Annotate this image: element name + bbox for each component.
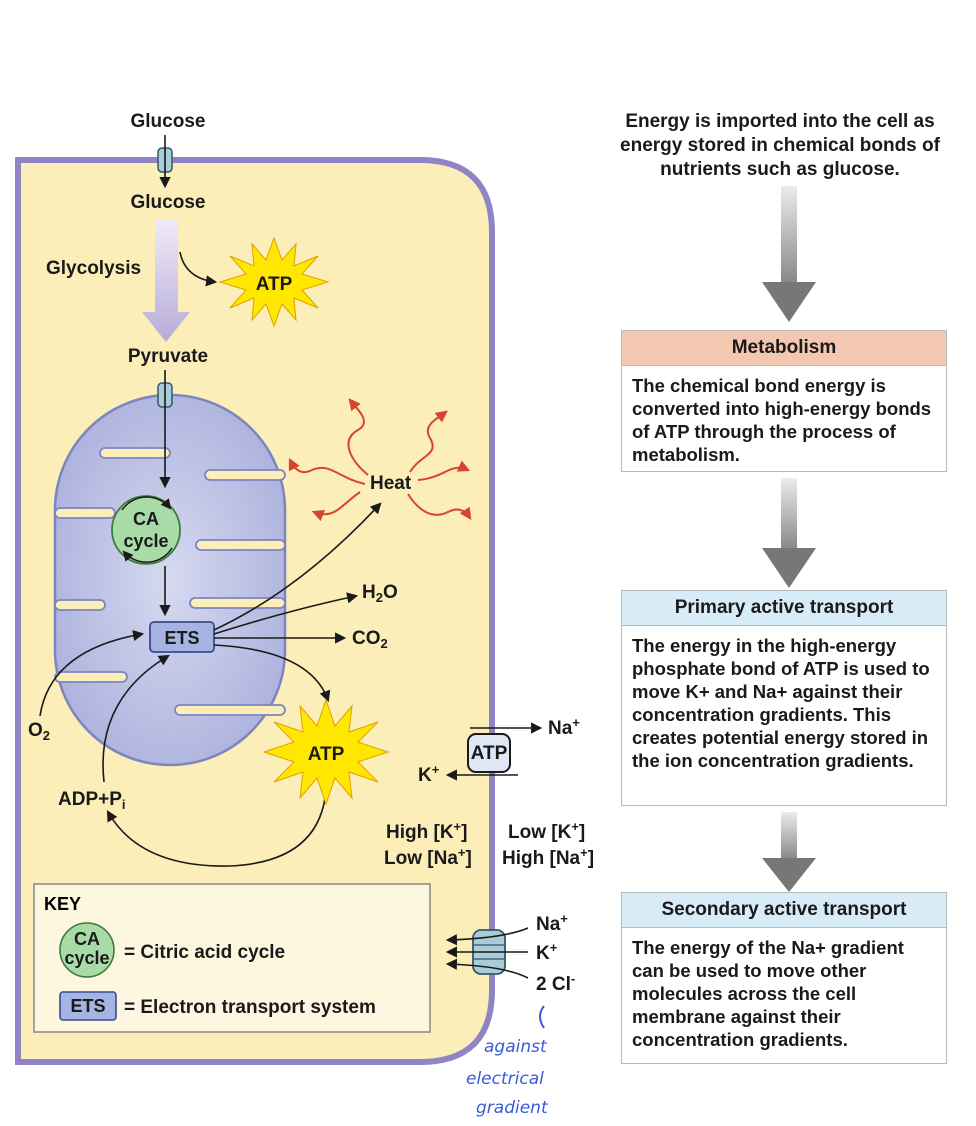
annotation-line1: against xyxy=(484,1037,548,1057)
pump-k-label: K+ xyxy=(418,762,440,786)
metabolism-body: The chemical bond energy is converted in… xyxy=(632,375,932,465)
intro-text: Energy is imported into the cell as ener… xyxy=(620,111,940,180)
atp-ets-label: ATP xyxy=(308,744,345,765)
metabolism-box: Metabolism The chemical bond energy is c… xyxy=(621,330,947,472)
ca-line1: CA xyxy=(133,509,159,529)
key-ca-line2: cycle xyxy=(64,948,109,968)
glucose-outside-label: Glucose xyxy=(131,111,206,132)
heat-waves xyxy=(288,398,472,522)
glycolysis-label: Glycolysis xyxy=(46,258,141,279)
pyruvate-label: Pyruvate xyxy=(128,346,208,367)
atp-star-ets xyxy=(262,698,390,806)
outside-na-label: High [Na+] xyxy=(502,845,594,869)
outside-k-label: Low [K+] xyxy=(508,819,585,843)
secondary-body: The energy of the Na+ gradient can be us… xyxy=(632,937,904,1050)
ets-label: ETS xyxy=(164,628,199,648)
metabolism-title: Metabolism xyxy=(622,331,946,366)
key-ets-def: = Electron transport system xyxy=(124,997,376,1018)
pump-atp-label: ATP xyxy=(471,743,508,764)
annotation-line2: electrical xyxy=(466,1069,544,1089)
o2-label: O2 xyxy=(28,720,50,743)
cristae xyxy=(54,447,286,716)
key-ets-label: ETS xyxy=(70,996,105,1016)
flow-arrow-2 xyxy=(762,478,816,588)
ets-box xyxy=(149,621,215,653)
ca-line2: cycle xyxy=(123,531,168,551)
glucose-inside-label: Glucose xyxy=(131,192,206,213)
primary-body: The energy in the high-energy phosphate … xyxy=(632,635,930,771)
secondary-title: Secondary active transport xyxy=(622,893,946,928)
inside-na-label: Low [Na+] xyxy=(384,845,472,869)
h2o-label: H2O xyxy=(362,582,398,605)
ca-cycle xyxy=(111,495,181,565)
secondary-transport-box: Secondary active transport The energy of… xyxy=(621,892,947,1064)
annotation-line3: gradient xyxy=(476,1098,549,1118)
adp-label: ADP+Pi xyxy=(58,789,126,812)
atp-glycolysis-label: ATP xyxy=(256,274,293,295)
cot-cl-label: 2 Cl- xyxy=(536,971,575,995)
primary-transport-box: Primary active transport The energy in t… xyxy=(621,590,947,806)
cot-na-label: Na+ xyxy=(536,911,568,935)
cot-k-label: K+ xyxy=(536,940,558,964)
inside-k-label: High [K+] xyxy=(386,819,467,843)
na-k-pump xyxy=(467,733,511,773)
pump-na-label: Na+ xyxy=(548,715,580,739)
flow-arrow-1 xyxy=(762,186,816,322)
key-ets-icon xyxy=(59,991,117,1021)
key-ca-icon xyxy=(59,922,115,978)
co2-label: CO2 xyxy=(352,628,388,651)
key-ca-line1: CA xyxy=(74,929,100,949)
atp-star-glycolysis xyxy=(218,236,330,328)
heat-label: Heat xyxy=(370,473,412,494)
flow-arrow-3 xyxy=(762,812,816,892)
key-ca-def: = Citric acid cycle xyxy=(124,942,285,963)
key-title: KEY xyxy=(44,894,81,914)
glycolysis-arrow xyxy=(142,220,190,342)
primary-title: Primary active transport xyxy=(622,591,946,626)
